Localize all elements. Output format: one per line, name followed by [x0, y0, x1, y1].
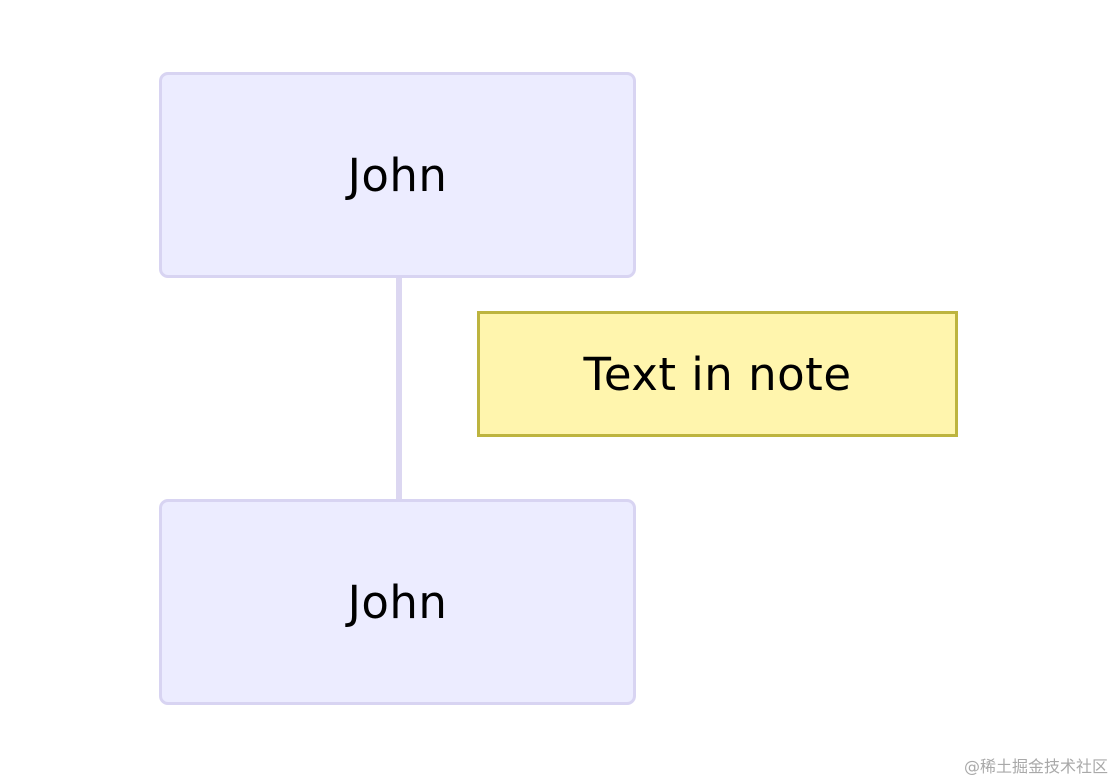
watermark: @稀土掘金技术社区	[963, 757, 1108, 776]
lifeline-john	[396, 278, 402, 499]
note-text: Text in note	[583, 347, 852, 401]
participant-box-john-bottom: John	[159, 499, 636, 705]
note-box: Text in note	[477, 311, 958, 437]
participant-box-john-top: John	[159, 72, 636, 278]
participant-label: John	[347, 575, 448, 629]
participant-label: John	[347, 148, 448, 202]
